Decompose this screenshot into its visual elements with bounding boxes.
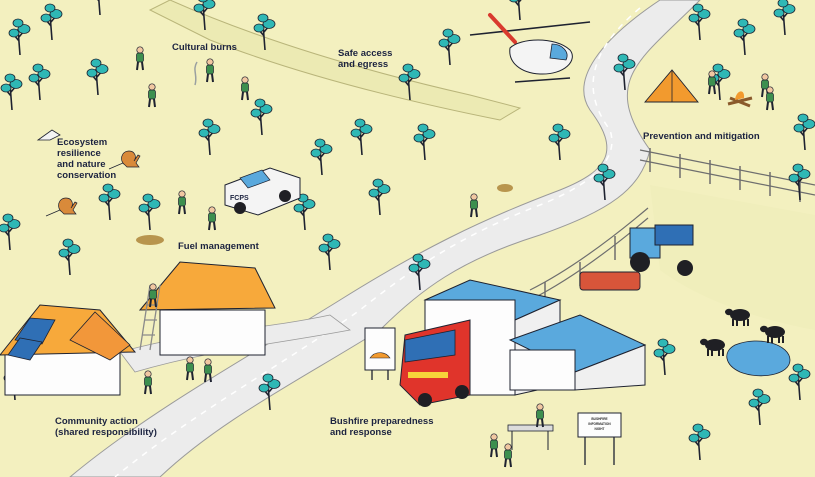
sign-line-2: INFORMATION xyxy=(588,422,611,426)
fire-truck-icon xyxy=(399,319,471,407)
ladder xyxy=(139,284,161,351)
vehicle-text: FCPS xyxy=(230,195,249,202)
campfire-icon xyxy=(727,91,753,108)
label-preparedness: Bushfire preparedness and response xyxy=(330,416,434,438)
tent-icon xyxy=(644,69,699,103)
label-prevention: Prevention and mitigation xyxy=(643,131,760,142)
label-safe-access: Safe access and egress xyxy=(338,48,393,70)
tractor-icon xyxy=(579,224,694,291)
label-fuel-management: Fuel management xyxy=(178,241,259,252)
label-community: Community action (shared responsibility) xyxy=(55,416,157,438)
label-ecosystem: Ecosystem resilience and nature conserva… xyxy=(57,137,117,181)
water-dam xyxy=(726,340,791,377)
helicopter-icon xyxy=(469,13,591,83)
sign-line-1: BUSHFIRE xyxy=(591,417,607,421)
fence xyxy=(529,149,815,301)
information-table xyxy=(507,424,554,432)
information-night-sign: BUSHFIRE INFORMATION NIGHT xyxy=(577,412,622,465)
utility-vehicle-icon: FCPS xyxy=(224,167,301,216)
sign-line-3: NIGHT xyxy=(595,427,605,431)
solar-panel-icon xyxy=(7,317,56,361)
fire-danger-rating-sign-icon xyxy=(364,327,396,380)
label-cultural-burns: Cultural burns xyxy=(172,42,237,53)
